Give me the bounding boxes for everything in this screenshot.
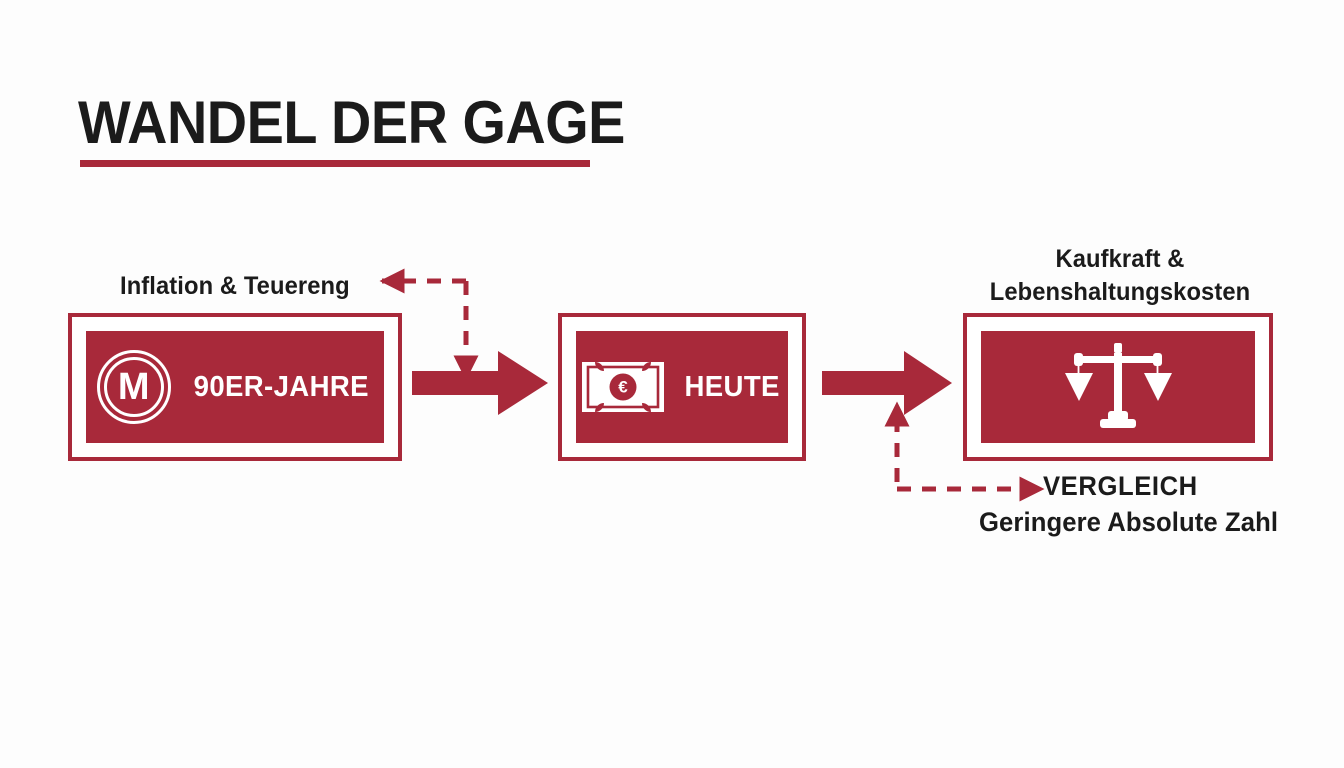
label-kaufkraft: Kaufkraft & Lebenshaltungskosten: [982, 243, 1258, 309]
circled-m-glyph: M: [117, 366, 150, 408]
flow-box-nineties-label: 90ER-JAHRE: [193, 370, 369, 403]
circled-m-outer-ring: [96, 350, 171, 424]
circled-m-inner-ring: [103, 357, 164, 417]
label-inflation: Inflation & Teuereng: [120, 272, 350, 300]
euro-banknote-icon: €: [581, 362, 664, 412]
circled-m-icon: M: [96, 350, 171, 424]
flow-box-nineties[interactable]: M 90ER-JAHRE: [68, 313, 402, 461]
title-underline-rule: [80, 160, 590, 167]
flow-box-comparison[interactable]: [963, 313, 1273, 461]
svg-text:€: €: [618, 378, 628, 397]
flow-box-today-inner: € HEUTE: [576, 331, 788, 443]
title-block: WANDEL DER GAGE: [78, 92, 778, 154]
flow-box-comparison-inner: [981, 331, 1255, 443]
label-kaufkraft-line2: Lebenshaltungskosten: [989, 278, 1251, 306]
label-geringere-absolute-zahl: Geringere Absolute Zahl: [979, 507, 1279, 537]
solid-arrow-today-to-comparison: [822, 347, 952, 419]
flow-box-today-label: HEUTE: [684, 370, 780, 403]
page-title: WANDEL DER GAGE: [78, 89, 625, 156]
flow-box-nineties-inner: M 90ER-JAHRE: [86, 331, 384, 443]
label-kaufkraft-line1: Kaufkraft &: [1055, 245, 1185, 273]
solid-arrow-nineties-to-today: [412, 347, 548, 419]
balance-scale-icon: [1064, 339, 1172, 435]
label-vergleich: VERGLEICH: [1043, 471, 1198, 501]
flow-box-today[interactable]: € HEUTE: [558, 313, 806, 461]
